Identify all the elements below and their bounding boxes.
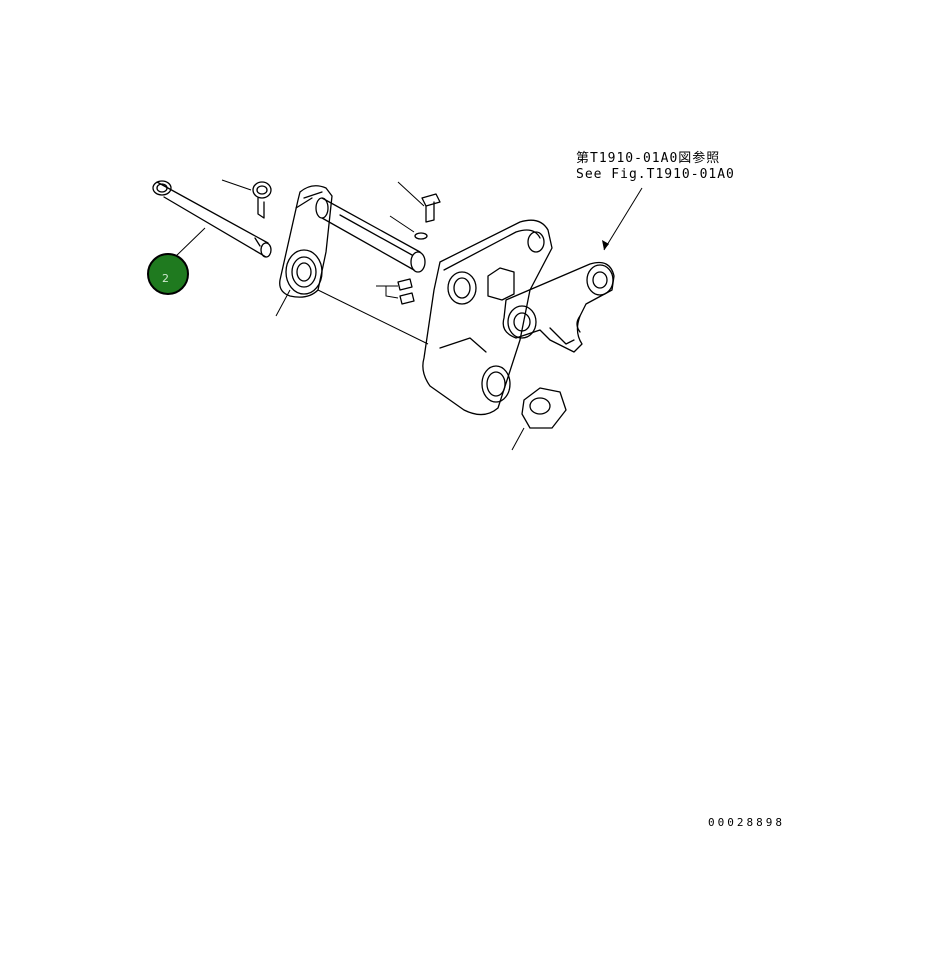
pin-part[interactable] bbox=[152, 180, 272, 259]
grease-fitting-part[interactable] bbox=[221, 179, 272, 219]
callout-bubble[interactable]: 2 bbox=[147, 253, 189, 295]
right-link-plate[interactable] bbox=[502, 261, 615, 353]
cap-nut-part[interactable] bbox=[511, 387, 567, 451]
reference-leader bbox=[602, 187, 643, 251]
reference-note-en: See Fig.T1910-01A0 bbox=[576, 167, 735, 182]
reference-note-jp: 第T1910-01A0図参照 bbox=[576, 150, 720, 166]
left-link-plate[interactable] bbox=[275, 185, 333, 317]
nut-parts[interactable] bbox=[376, 278, 415, 305]
callout-number: 2 bbox=[162, 272, 169, 285]
lock-washer-part[interactable] bbox=[389, 215, 428, 240]
bolt-part[interactable] bbox=[397, 181, 441, 223]
main-bracket[interactable] bbox=[422, 219, 553, 416]
cross-shaft[interactable] bbox=[315, 197, 429, 345]
drawing-number: 00028898 bbox=[708, 816, 785, 829]
